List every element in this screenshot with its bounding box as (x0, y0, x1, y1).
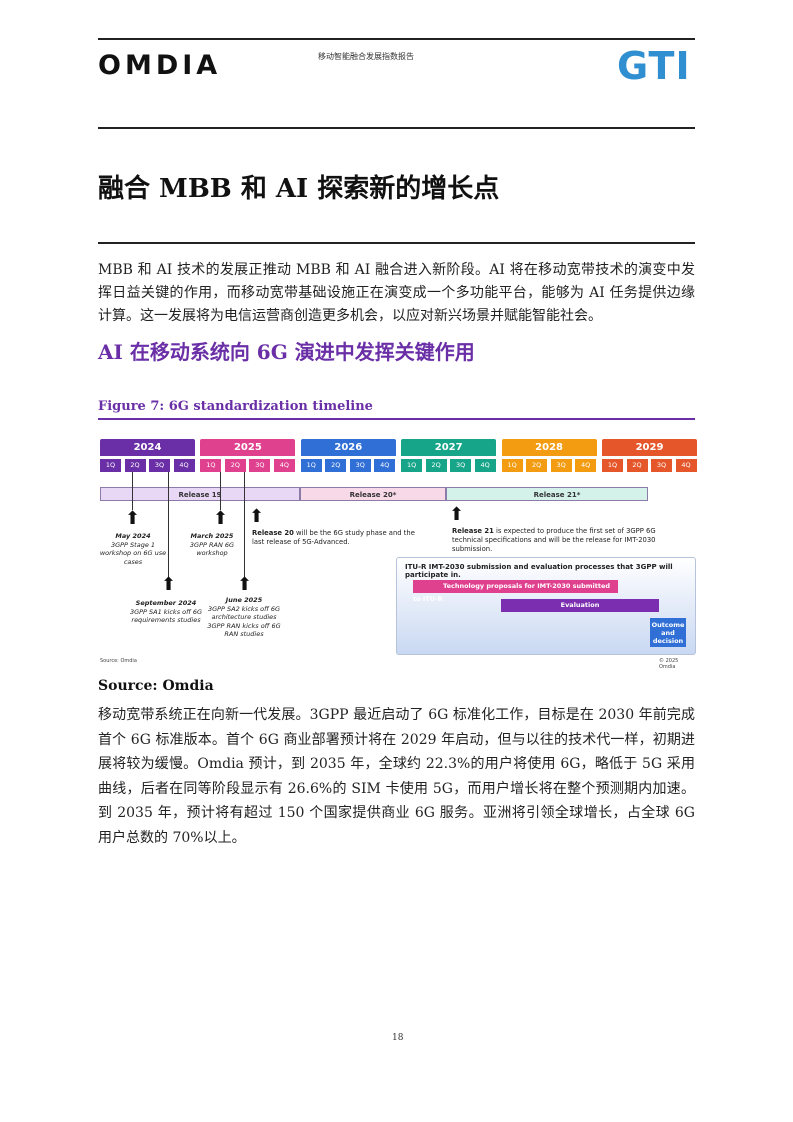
year-2024: 2024 (100, 439, 195, 456)
release-20-bar: Release 20* (300, 487, 446, 501)
page-title: 融合 MBB 和 AI 探索新的增长点 (98, 174, 500, 204)
up-arrow-icon: ⬆ (125, 508, 141, 529)
quarter-cell: 3Q (550, 459, 572, 472)
quarter-cell: 1Q (300, 459, 322, 472)
proposals-bar: Technology proposals for IMT-2030 submit… (413, 580, 618, 603)
quarter-cell: 2Q (124, 459, 146, 472)
up-arrow-icon: ⬆ (161, 574, 177, 595)
top-rule (98, 38, 695, 40)
milestone-date: June 2025 (225, 596, 263, 604)
milestone-text: 3GPP Stage 1 workshop on 6G use cases (99, 540, 167, 566)
release-20-label: Release 20* (349, 491, 397, 499)
quarter-cell: 3Q (149, 459, 170, 472)
up-arrow-icon: ⬆ (237, 574, 253, 595)
release-19-label: Release 19 (178, 491, 222, 499)
evaluation-label: Evaluation (560, 601, 600, 609)
quarter-cell: 1Q (200, 459, 222, 472)
proposals-label: Technology proposals for IMT-2030 submit… (413, 582, 611, 603)
quarter-cell: 1Q (100, 459, 121, 472)
year-2029: 2029 (602, 439, 697, 456)
release-21-note-text: is expected to produce the first set of … (452, 527, 656, 553)
quarter-cell: 4Q (675, 459, 697, 472)
quarter-cell: 2Q (526, 459, 548, 472)
release-21-note-bold: Release 21 (452, 527, 494, 535)
up-arrow-icon: ⬆ (249, 506, 265, 527)
milestone-text: 3GPP SA2 kicks off 6G architecture studi… (207, 604, 281, 639)
quarter-cell: 3Q (651, 459, 672, 472)
quarter-cell: 1Q (401, 459, 423, 472)
quarter-cell: 1Q (602, 459, 623, 472)
quarter-cell: 2Q (224, 459, 246, 472)
milestone-sep-2024: September 2024 3GPP SA1 kicks off 6G req… (128, 599, 204, 625)
figure-source-small: Source: Omdia (100, 658, 137, 664)
figure-copyright: © 2025 Omdia (659, 658, 679, 670)
title-rule (98, 242, 695, 244)
year-2026: 2026 (300, 439, 396, 456)
release-21-note: Release 21 is expected to produce the fi… (452, 527, 682, 554)
figure-caption: Figure 7: 6G standardization timeline (98, 399, 373, 414)
section-heading: AI 在移动系统向 6G 演进中发挥关键作用 (98, 340, 475, 364)
milestone-may-2024: May 2024 3GPP Stage 1 workshop on 6G use… (98, 532, 168, 566)
year-2028: 2028 (501, 439, 597, 456)
gti-logo: GTI (617, 44, 691, 88)
quarter-cell: 3Q (349, 459, 371, 472)
outcome-bar: Outcome and decision (650, 618, 686, 647)
milestone-date: September 2024 (135, 599, 197, 607)
line-mar-2025 (220, 472, 221, 510)
quarter-cell: 4Q (273, 459, 295, 472)
release-20-note-bold: Release 20 (252, 529, 294, 537)
quarter-cell: 2Q (325, 459, 347, 472)
release-20-note-text: will be the 6G study phase and the last … (252, 529, 415, 546)
page-number: 18 (392, 1033, 404, 1043)
release-21-bar: Release 21* (446, 487, 648, 501)
year-2025: 2025 (200, 439, 296, 456)
omdia-logo: OMDIA (98, 50, 222, 81)
milestone-text: 3GPP RAN 6G workshop (189, 540, 235, 558)
milestone-mar-2025: March 2025 3GPP RAN 6G workshop (186, 532, 238, 558)
intro-paragraph: MBB 和 AI 技术的发展正推动 MBB 和 AI 融合进入新阶段。AI 将在… (98, 262, 695, 324)
body-paragraph: 移动宽带系统正在向新一代发展。3GPP 最近启动了 6G 标准化工作，目标是在 … (98, 707, 695, 846)
evaluation-bar: Evaluation (501, 599, 659, 612)
line-jun-2025 (244, 472, 245, 577)
quarter-cell: 3Q (450, 459, 472, 472)
quarter-cell: 1Q (501, 459, 523, 472)
quarter-cell: 4Q (374, 459, 396, 472)
quarter-cell: 2Q (626, 459, 648, 472)
milestone-text: 3GPP SA1 kicks off 6G requirements studi… (129, 607, 203, 625)
milestone-date: May 2024 (115, 532, 151, 540)
quarter-cell: 4Q (173, 459, 195, 472)
quarter-cell: 4Q (474, 459, 496, 472)
quarter-cell: 3Q (249, 459, 271, 472)
outcome-label: Outcome and decision (651, 621, 685, 645)
up-arrow-icon: ⬆ (449, 504, 465, 525)
milestone-date: March 2025 (190, 532, 234, 540)
release-20-note: Release 20 will be the 6G study phase an… (252, 529, 422, 547)
year-2027: 2027 (401, 439, 497, 456)
itu-process-box: ITU-R IMT-2030 submission and evaluation… (396, 557, 696, 655)
header-rule (98, 127, 695, 129)
release-21-label: Release 21* (533, 491, 581, 499)
header-title: 移动智能融合发展指数报告 (318, 52, 414, 61)
release-19-bar: Release 19 (100, 487, 300, 501)
line-may-2024 (132, 472, 133, 510)
quarter-cell: 4Q (575, 459, 597, 472)
line-sep-2024 (168, 472, 169, 577)
itu-title: ITU-R IMT-2030 submission and evaluation… (405, 563, 673, 579)
figure-rule (98, 418, 695, 420)
source-label: Source: Omdia (98, 678, 214, 694)
up-arrow-icon: ⬆ (213, 508, 229, 529)
quarter-cell: 2Q (425, 459, 447, 472)
milestone-jun-2025: June 2025 3GPP SA2 kicks off 6G architec… (206, 596, 282, 639)
